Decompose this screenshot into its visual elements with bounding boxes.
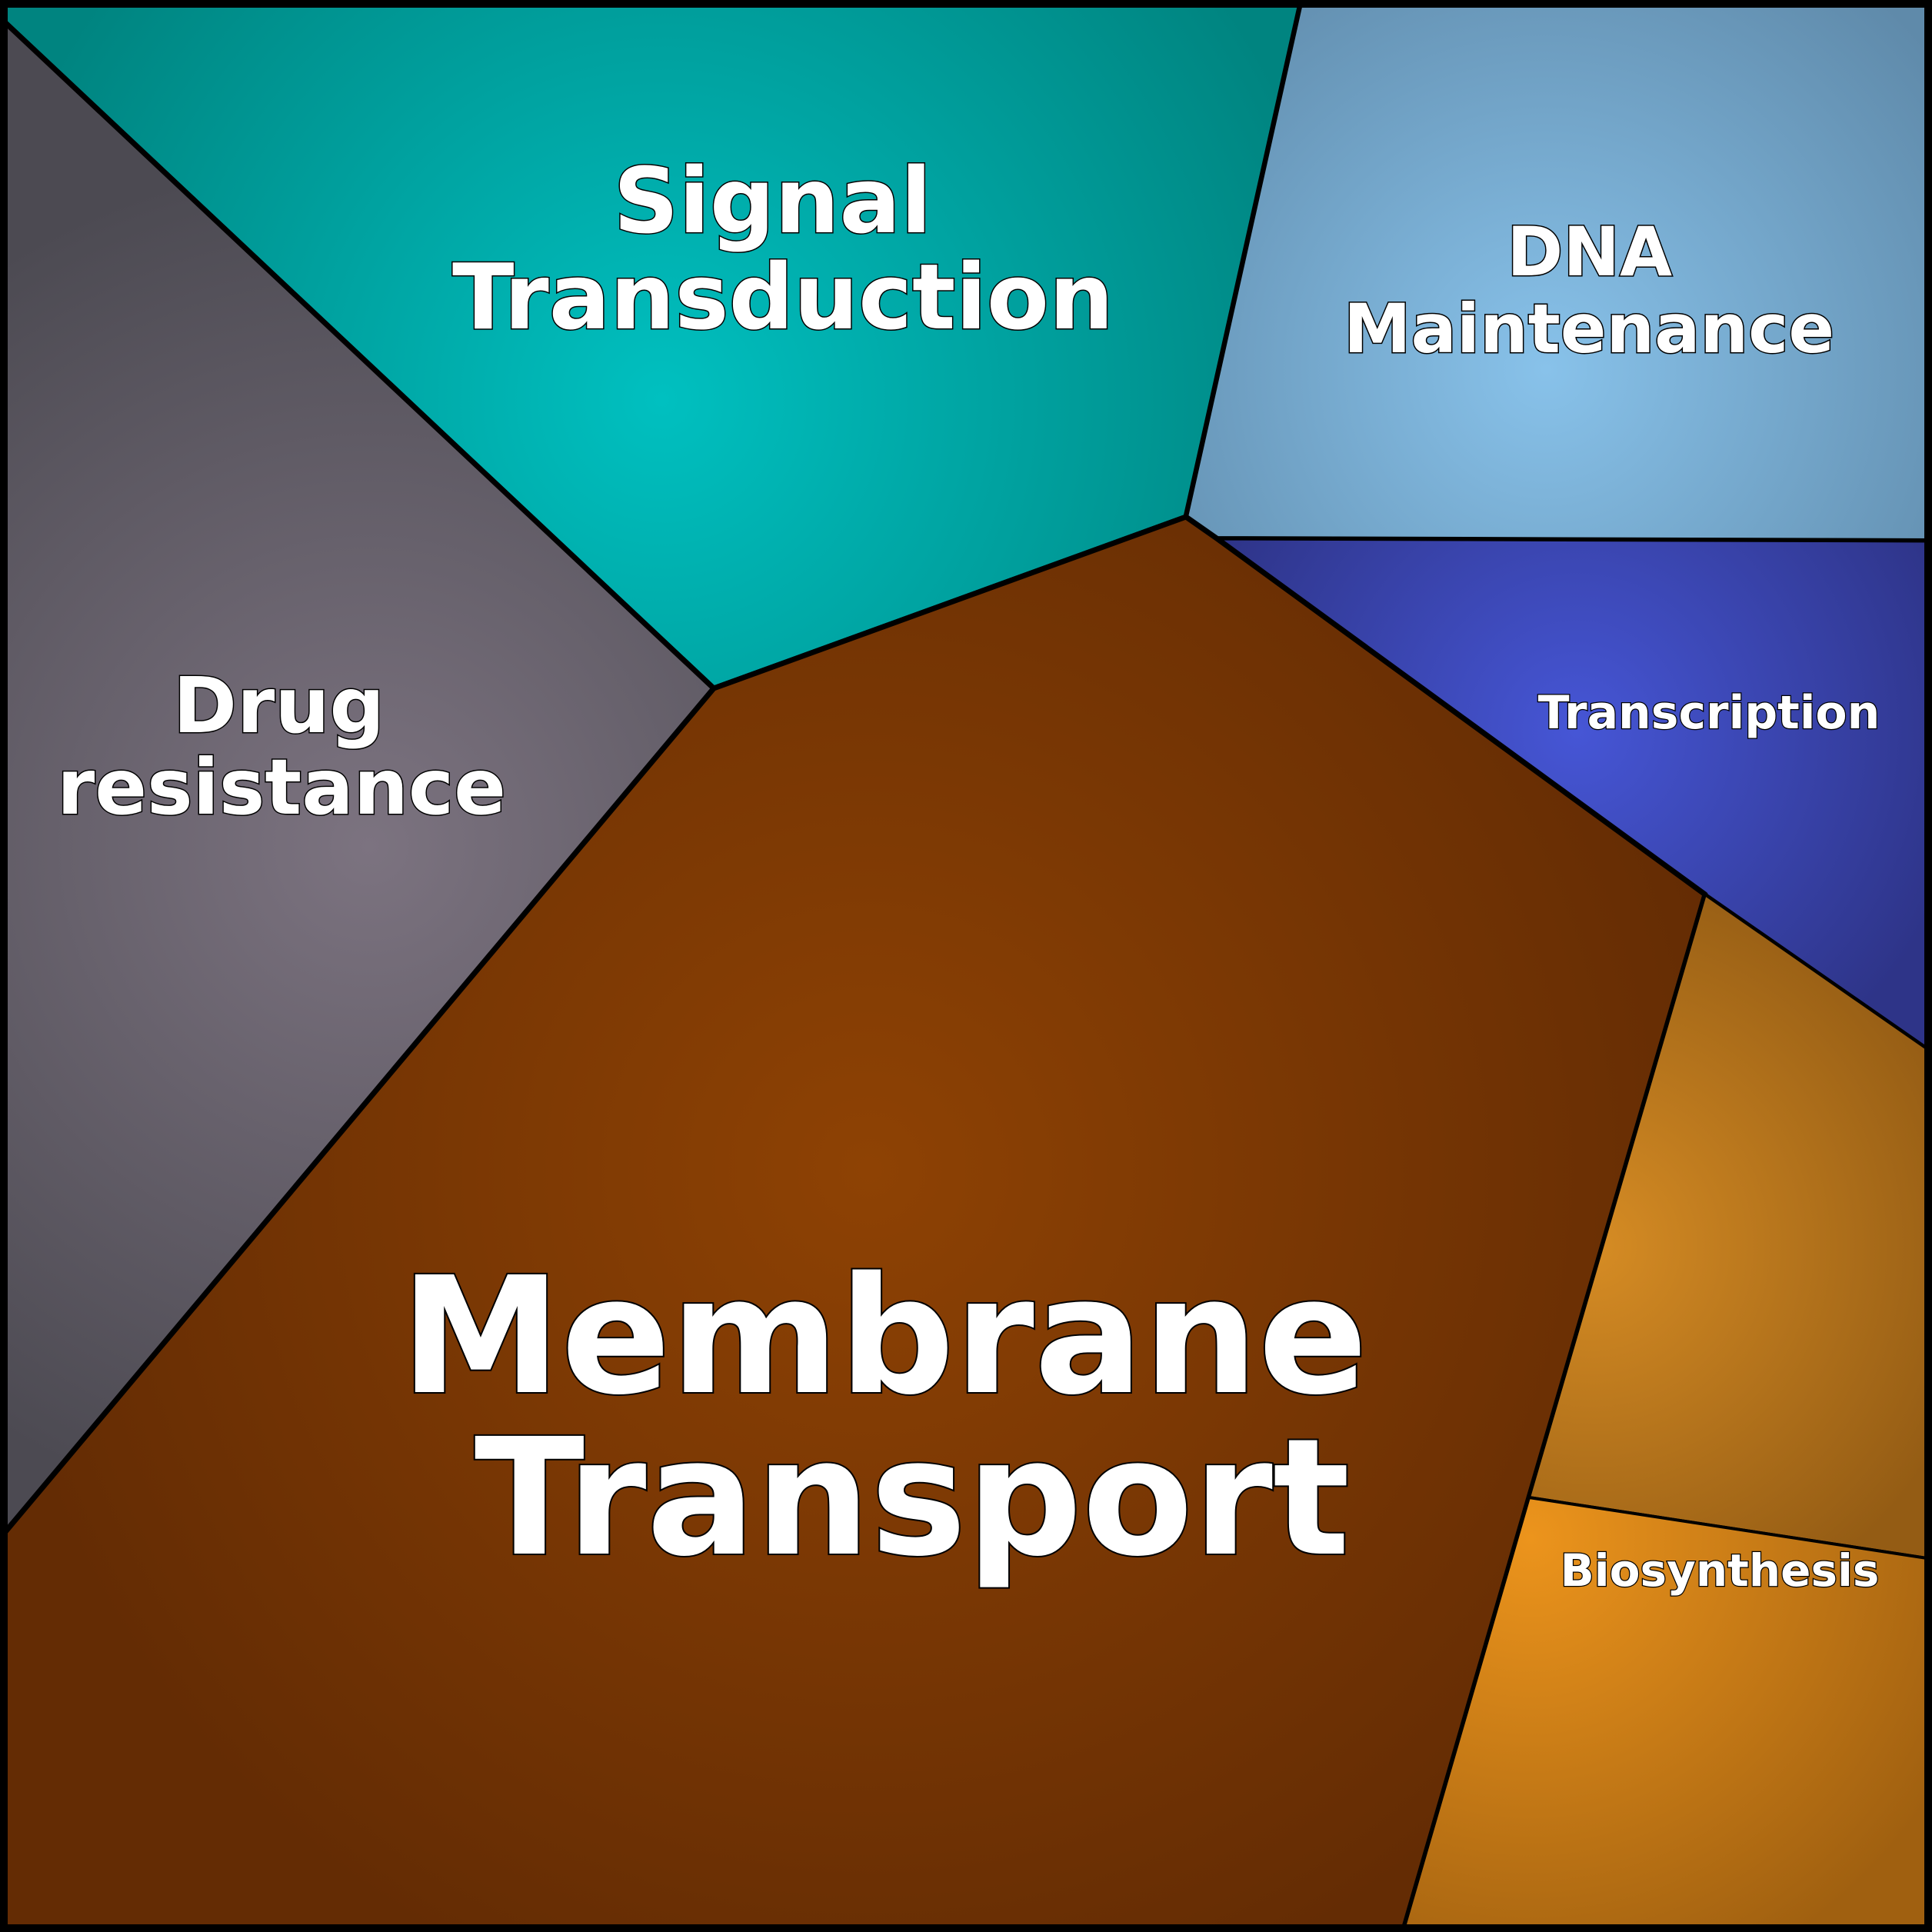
label-line: Transcription (1538, 686, 1880, 740)
label-drug-resistance: Drug resistance (57, 661, 506, 832)
label-line: Transduction (452, 244, 1114, 350)
label-line: Drug (173, 661, 385, 751)
label-line: Biosynthesis (1561, 1544, 1880, 1597)
label-biosynthesis: Biosynthesis (1561, 1544, 1880, 1597)
label-transcription: Transcription (1538, 686, 1880, 740)
cell-biosynthesis (1401, 1496, 1932, 1932)
cell-unlabeled-orange (1527, 893, 1932, 1561)
label-signal-transduction: Signal Transduction (452, 148, 1114, 350)
label-line: DNA (1507, 212, 1672, 291)
label-line: Membrane (401, 1242, 1368, 1431)
label-membrane-transport: Membrane Transport (401, 1242, 1424, 1592)
label-line: Transport (475, 1404, 1351, 1592)
label-line: Maintenance (1344, 289, 1834, 368)
label-dna-maintenance: DNA Maintenance (1344, 212, 1834, 368)
label-line: resistance (57, 742, 506, 832)
label-line: Signal (613, 148, 931, 254)
